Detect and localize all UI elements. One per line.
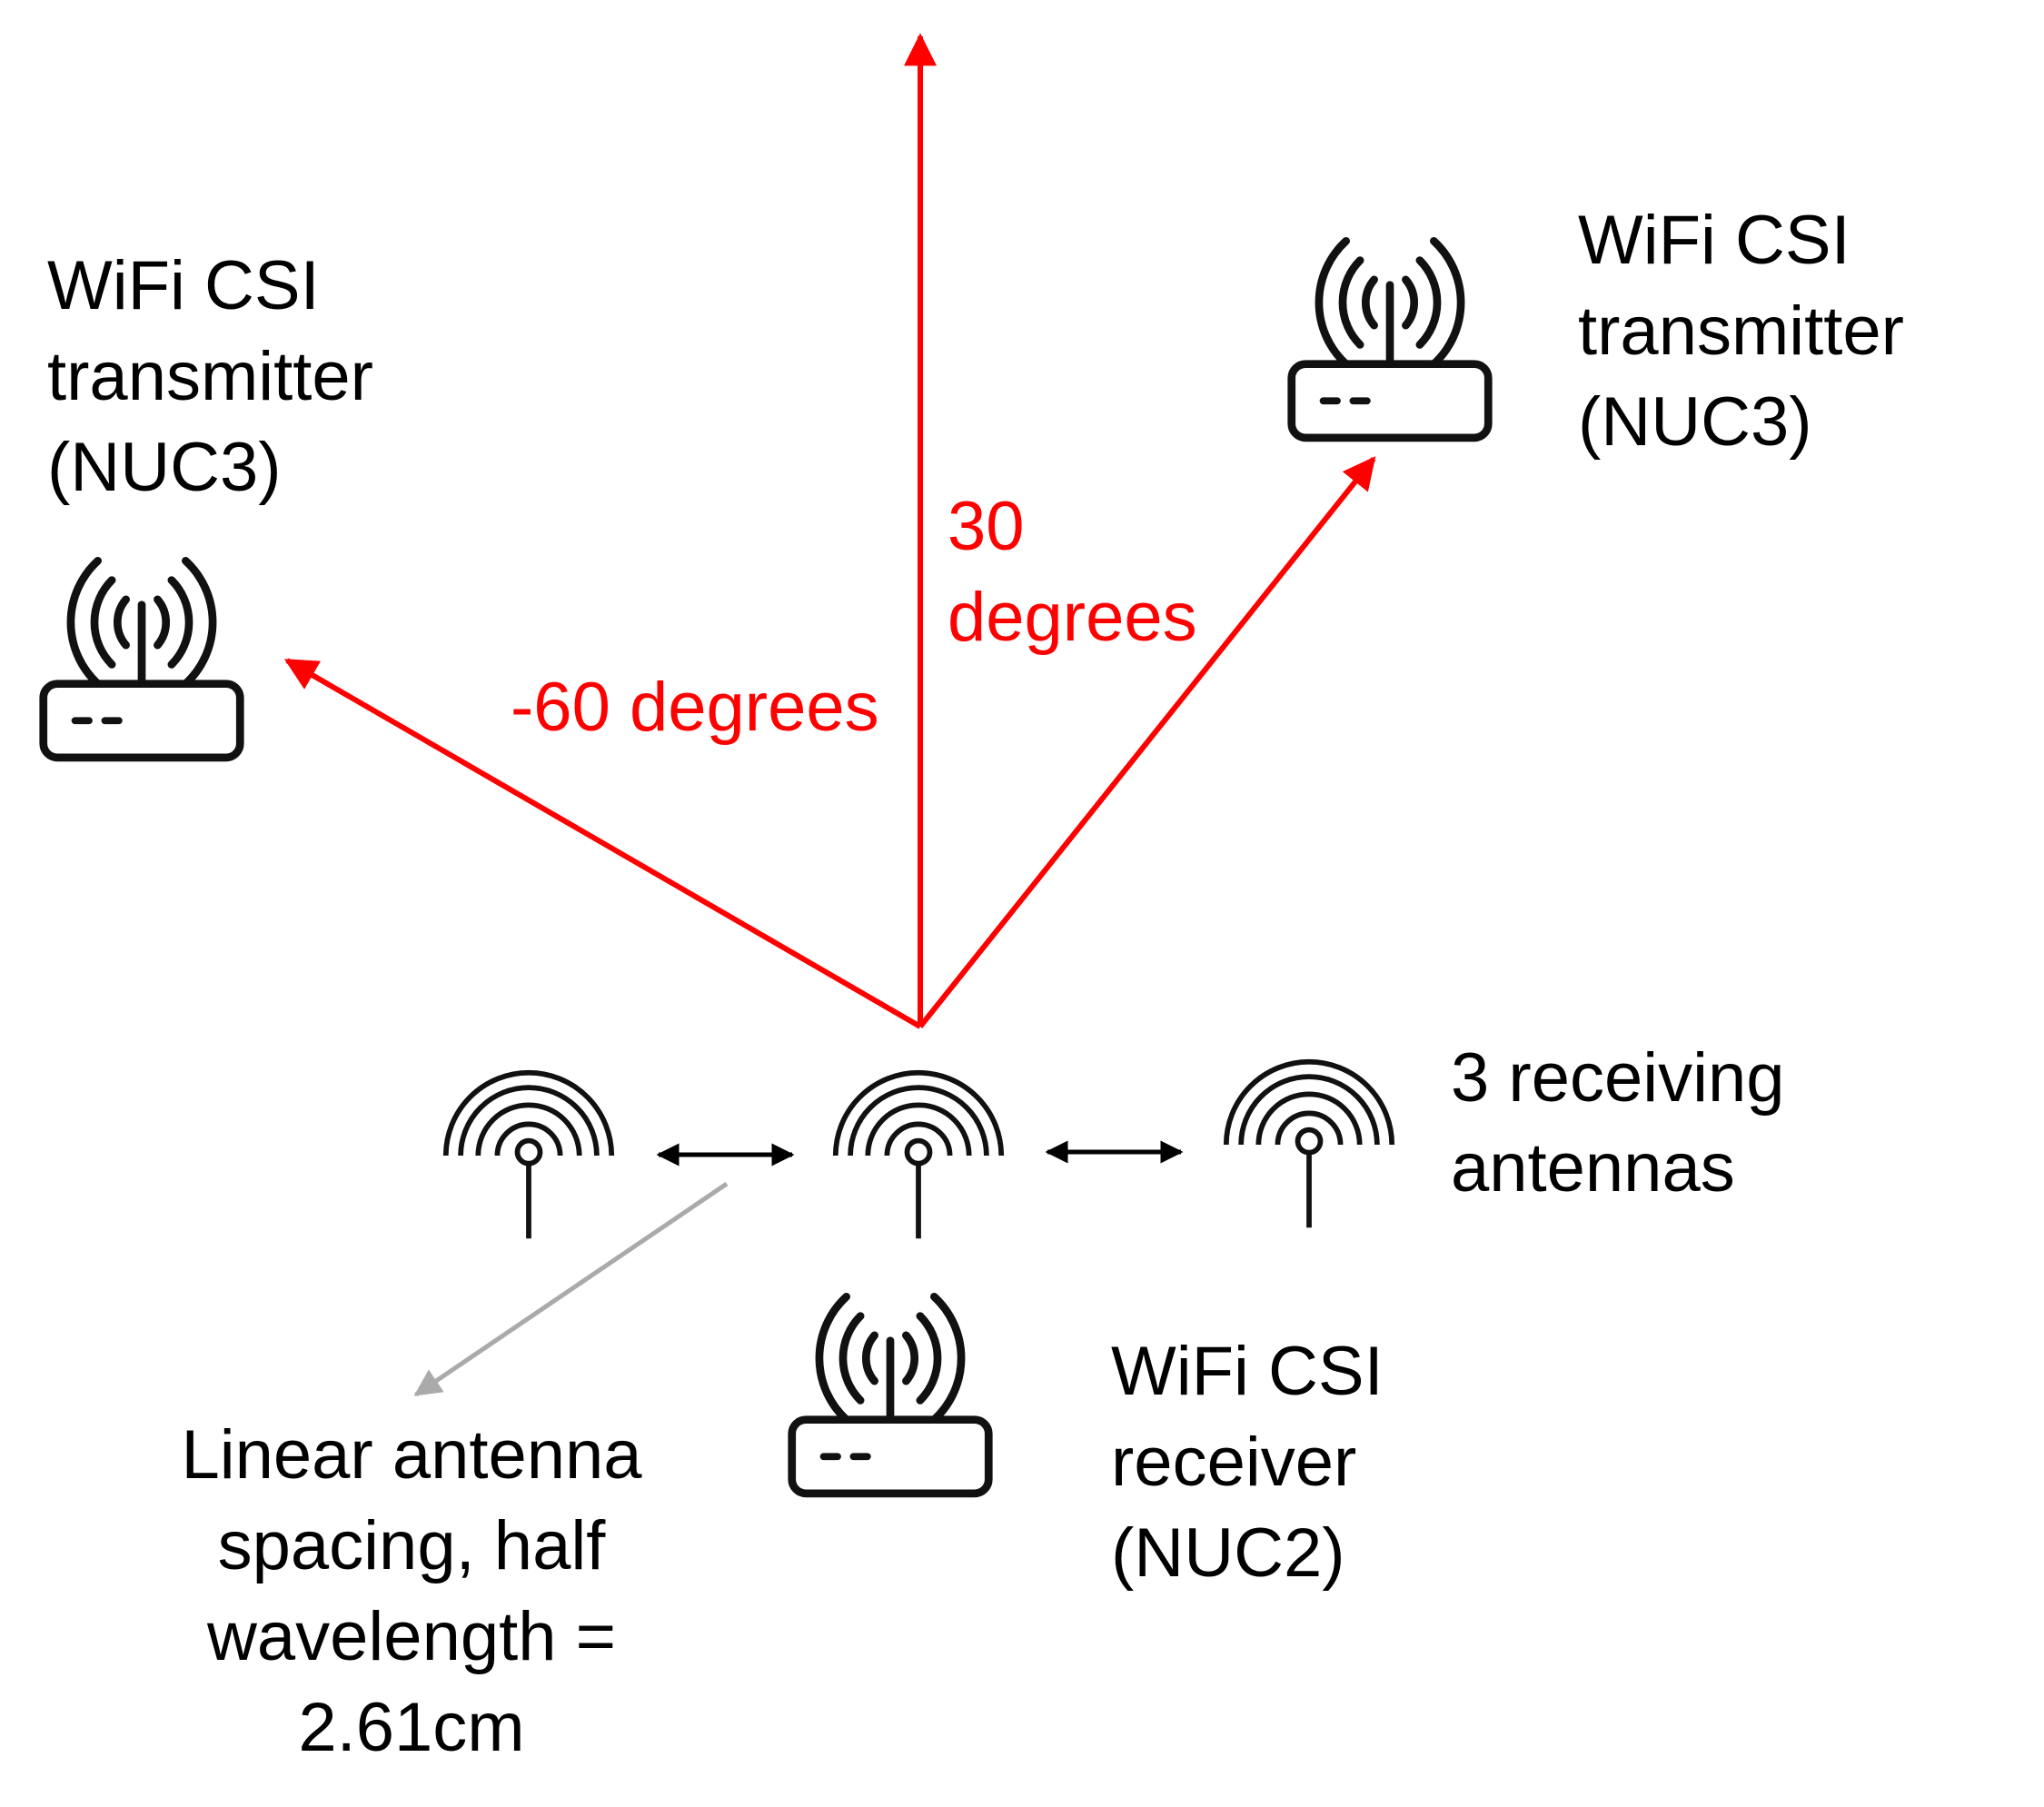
transmitter-left-label: WiFi CSI transmitter (NUC3) xyxy=(47,247,373,506)
transmitter-left-label-line3: (NUC3) xyxy=(47,429,282,506)
spacing-note-line1: Linear antenna xyxy=(181,1416,642,1494)
transmitter-right-label: WiFi CSI transmitter (NUC3) xyxy=(1578,202,1904,461)
receiving-antennas-label: 3 receiving antennas xyxy=(1451,1039,1785,1206)
transmitter-right-label-line1: WiFi CSI xyxy=(1578,202,1851,279)
antenna-icon-3 xyxy=(1226,1062,1392,1227)
receiving-antennas-label-line1: 3 receiving xyxy=(1451,1039,1785,1117)
transmitter-left-router-icon xyxy=(44,561,241,758)
angle-arrow-right xyxy=(918,456,1376,1028)
receiver-label-line3: (NUC2) xyxy=(1111,1514,1345,1592)
angle-arrow-left xyxy=(283,658,922,1029)
spacing-note-line2: spacing, half xyxy=(218,1507,607,1584)
spacing-pointer-arrow xyxy=(413,1181,729,1397)
receiver-router-icon xyxy=(792,1296,989,1494)
spacing-note-line4: 2.61cm xyxy=(298,1689,524,1766)
transmitter-right-label-line3: (NUC3) xyxy=(1578,383,1812,461)
receiver-label-line1: WiFi CSI xyxy=(1111,1333,1384,1410)
spacing-note-line3: wavelength = xyxy=(206,1598,616,1675)
transmitter-left-label-line1: WiFi CSI xyxy=(47,247,320,324)
antenna-icon-1 xyxy=(446,1073,611,1238)
spacing-note: Linear antenna spacing, half wavelength … xyxy=(181,1416,642,1766)
antenna-icon-2 xyxy=(836,1073,1001,1238)
receiver-label: WiFi CSI receiver (NUC2) xyxy=(1111,1333,1384,1592)
receiving-antennas-label-line2: antennas xyxy=(1451,1129,1735,1206)
transmitter-left-label-line2: transmitter xyxy=(47,338,373,415)
receiver-label-line2: receiver xyxy=(1111,1424,1356,1501)
transmitter-right-router-icon xyxy=(1292,241,1489,438)
angle-neg60-label: -60 degrees xyxy=(511,669,879,746)
angle-30-label-line1: 30 xyxy=(948,488,1025,565)
angle-30-label: 30 degrees xyxy=(948,488,1197,656)
angle-30-label-line2: degrees xyxy=(948,579,1197,656)
transmitter-right-label-line2: transmitter xyxy=(1578,293,1904,370)
